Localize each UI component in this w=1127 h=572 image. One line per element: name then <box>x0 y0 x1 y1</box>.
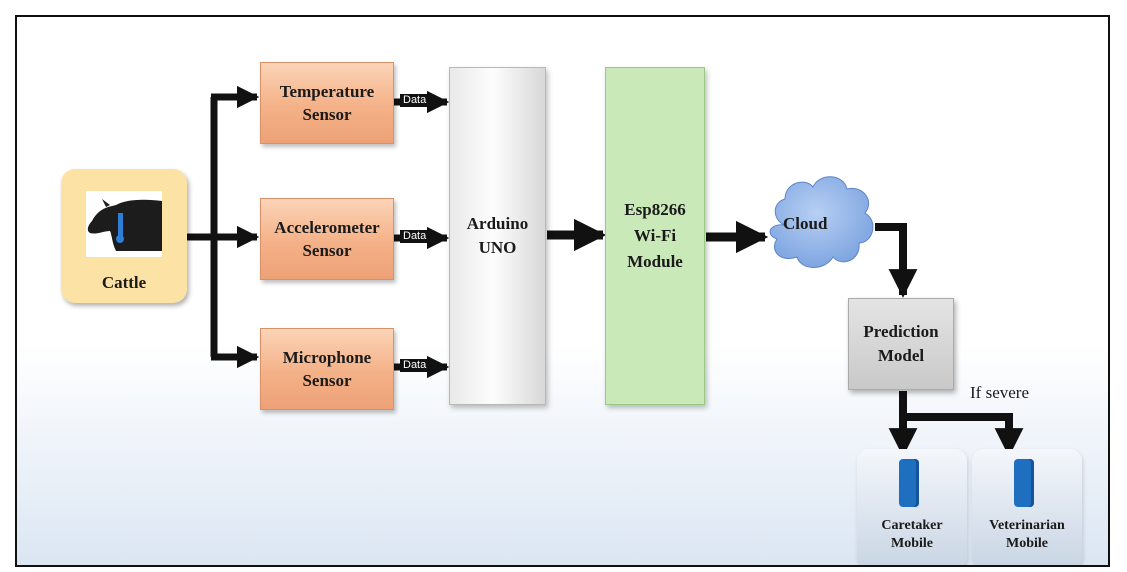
accelerometer-sensor-box: Accelerometer Sensor <box>260 198 394 280</box>
prediction-model-box: Prediction Model <box>848 298 954 390</box>
esp-label-line2: Wi-Fi <box>633 226 677 245</box>
cattle-box: Cattle <box>61 169 187 303</box>
diagram-frame: Cattle Temperature Sensor Accelerometer … <box>15 15 1110 567</box>
arduino-label-line1: Arduino <box>466 214 529 233</box>
veterinarian-mobile-box: Veterinarian Mobile <box>972 449 1082 565</box>
data-tag: Data <box>400 230 430 243</box>
mobile-label: Veterinarian Mobile <box>972 517 1082 553</box>
mobile-label-line1: Veterinarian <box>989 518 1065 533</box>
phone-icon <box>899 459 919 507</box>
sensor-label-line1: Microphone <box>282 348 372 367</box>
cloud-icon <box>769 176 874 268</box>
cow-image <box>86 191 162 257</box>
temperature-sensor-box: Temperature Sensor <box>260 62 394 144</box>
sensor-label-line1: Temperature <box>279 82 375 101</box>
esp-label-line1: Esp8266 <box>624 200 686 219</box>
mobile-label-line2: Mobile <box>1006 536 1048 551</box>
microphone-sensor-box: Microphone Sensor <box>260 328 394 410</box>
esp-label-line3: Module <box>627 252 683 271</box>
arduino-label-line2: UNO <box>478 238 517 257</box>
phone-icon <box>1014 459 1034 507</box>
arduino-uno-box: Arduino UNO <box>449 67 546 405</box>
mobile-label-line2: Mobile <box>891 536 933 551</box>
cloud-label: Cloud <box>783 214 828 233</box>
sensor-label-line2: Sensor <box>302 371 352 390</box>
mobile-label: Caretaker Mobile <box>857 517 967 553</box>
esp8266-module-box: Esp8266 Wi-Fi Module <box>605 67 705 405</box>
if-severe-label: If severe <box>970 383 1029 402</box>
cattle-label: Cattle <box>101 273 147 292</box>
prediction-label-line1: Prediction <box>863 322 939 341</box>
sensor-label-line1: Accelerometer <box>274 218 380 237</box>
sensor-label-line2: Sensor <box>302 241 352 260</box>
data-tag: Data <box>400 359 430 372</box>
prediction-label-line2: Model <box>877 346 925 365</box>
data-tag: Data <box>400 94 430 107</box>
mobile-label-line1: Caretaker <box>881 518 943 533</box>
caretaker-mobile-box: Caretaker Mobile <box>857 449 967 565</box>
sensor-label-line2: Sensor <box>302 105 352 124</box>
